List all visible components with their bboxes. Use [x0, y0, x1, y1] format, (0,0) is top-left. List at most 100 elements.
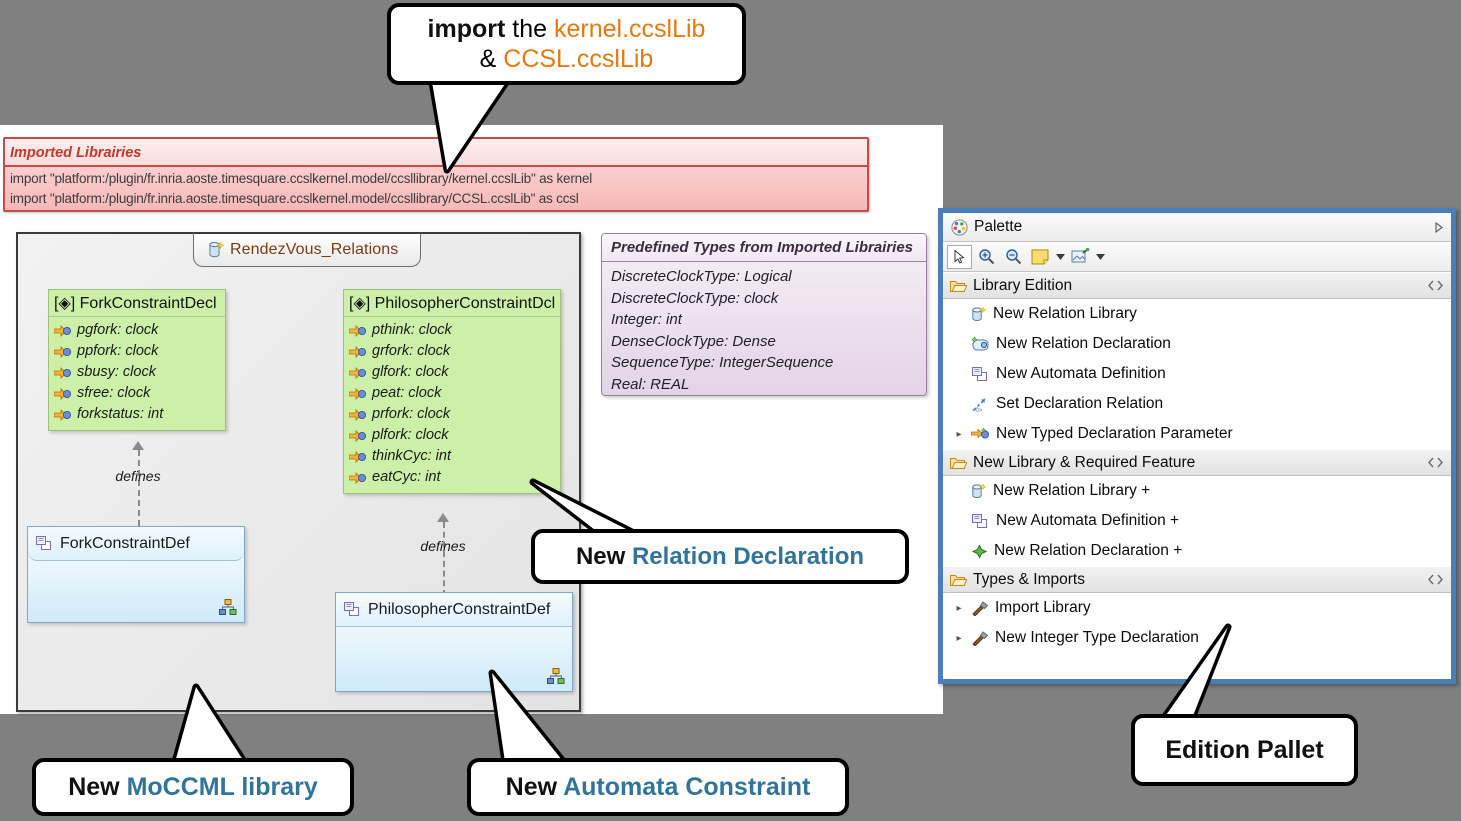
hierarchy-icon: [547, 668, 565, 685]
defines-label: defines: [420, 538, 466, 554]
predefined-type-row: SequenceType: IntegerSequence: [611, 354, 834, 371]
palette-item-new-automata-definition[interactable]: New Automata Definition: [943, 359, 1451, 389]
attribute-label: eatCyc: int: [372, 469, 441, 485]
attribute-label: sfree: clock: [77, 385, 151, 401]
automata-definition-icon: [35, 535, 54, 552]
callout-import-the: the: [505, 14, 554, 43]
palette-section-library-edition[interactable]: Library Edition: [943, 272, 1451, 299]
philosopher-constraint-def-node[interactable]: PhilosopherConstraintDef: [335, 592, 573, 692]
callout-prefix: New: [68, 772, 127, 801]
fork-constraint-def-node[interactable]: ForkConstraintDef: [27, 526, 245, 623]
palette-section-new-library-required-feature[interactable]: New Library & Required Feature: [943, 449, 1451, 476]
import-statement: import "platform:/plugin/fr.inria.aoste.…: [10, 171, 593, 186]
palette-item-label: Import Library: [995, 599, 1091, 616]
defines-label: defines: [115, 468, 161, 484]
hammer-icon: [971, 600, 989, 617]
defines-link-philosopher: defines: [413, 513, 473, 596]
expander-arrow-icon[interactable]: ▸: [956, 428, 962, 440]
attribute-label: forkstatus: int: [77, 406, 164, 422]
predefined-type-row: DiscreteClockType: Logical: [611, 268, 792, 285]
callout-prefix: New: [505, 772, 564, 801]
philosopher-constraint-decl-attributes: pthink: clock grfork: clock glfork: cloc…: [344, 317, 560, 493]
parameter-icon: [53, 387, 71, 400]
attribute-label: thinkCyc: int: [372, 448, 451, 464]
palette-item-label: New Integer Type Declaration: [995, 629, 1199, 646]
palette-item-label: New Automata Definition +: [996, 512, 1180, 529]
chevron-right-icon[interactable]: [1432, 221, 1445, 234]
note-tool-button[interactable]: [1028, 245, 1053, 269]
attribute-label: prfork: clock: [372, 406, 451, 422]
palette-item-new-typed-declaration-parameter[interactable]: ▸ New Typed Declaration Parameter: [943, 419, 1451, 449]
palette-item-new-relation-declaration-plus[interactable]: New Relation Declaration +: [943, 536, 1451, 566]
attribute-row: sfree: clock: [49, 383, 225, 404]
palette-item-new-relation-library[interactable]: New Relation Library: [943, 299, 1451, 329]
zoom-in-button[interactable]: [974, 245, 999, 269]
attribute-row: grfork: clock: [344, 341, 560, 362]
attribute-row: peat: clock: [344, 383, 560, 404]
callout-edition-pallet-text: Edition Pallet: [1149, 735, 1339, 766]
folder-open-icon: [950, 456, 968, 470]
palette-item-import-library[interactable]: ▸ Import Library: [943, 593, 1451, 623]
attribute-label: grfork: clock: [372, 343, 451, 359]
relation-declaration-icon: [971, 336, 990, 352]
automata-definition-icon: [343, 601, 362, 618]
section-label: Types & Imports: [973, 570, 1085, 588]
palette-panel: Palette Library Edition: [938, 208, 1456, 684]
predefined-types-title: Predefined Types from Imported Librairie…: [602, 234, 926, 262]
collapse-icon[interactable]: [1428, 280, 1443, 291]
palette-toolbar: [943, 242, 1451, 272]
callout-moccml-library: New MoCCML library: [32, 758, 354, 816]
zoom-out-button[interactable]: [1001, 245, 1026, 269]
callout-import: import the kernel.ccslLib & CCSL.ccslLib: [387, 3, 746, 85]
attribute-row: glfork: clock: [344, 362, 560, 383]
palette-section-types-imports[interactable]: Types & Imports: [943, 566, 1451, 593]
note-attachment-caret-icon[interactable]: [1095, 245, 1106, 269]
class-declaration-title-text: [◈] ForkConstraintDecl: [54, 295, 217, 312]
link-line: [138, 450, 140, 526]
select-tool-button[interactable]: [947, 244, 972, 269]
callout-import-amp: &: [479, 45, 504, 73]
expander-arrow-icon[interactable]: ▸: [956, 632, 962, 644]
attribute-row: forkstatus: int: [49, 404, 225, 425]
expander-arrow-icon[interactable]: ▸: [956, 602, 962, 614]
typed-declaration-parameter-icon: [970, 427, 990, 442]
attribute-row: sbusy: clock: [49, 362, 225, 383]
note-tool-caret-icon[interactable]: [1055, 245, 1066, 269]
relation-library-icon: [208, 241, 225, 259]
collapse-icon[interactable]: [1428, 457, 1443, 468]
note-attachment-tool-button[interactable]: [1068, 245, 1093, 269]
class-declaration-title-text: [◈] PhilosopherConstraintDcl: [349, 295, 556, 312]
predefined-types-body: DiscreteClockType: Logical DiscreteClock…: [602, 262, 926, 395]
palette-item-new-automata-definition-plus[interactable]: New Automata Definition +: [943, 506, 1451, 536]
callout-highlight: Relation Declaration: [631, 542, 865, 570]
imported-libraries-box: Imported Librairies import "platform:/pl…: [3, 137, 869, 212]
philosopher-constraint-decl-node[interactable]: [◈] PhilosopherConstraintDcl pthink: clo…: [343, 289, 561, 494]
automata-definition-icon: [971, 513, 990, 530]
parameter-icon: [348, 324, 366, 337]
palette-item-label: New Relation Library +: [993, 482, 1151, 499]
automata-definition-icon: [971, 366, 990, 383]
palette-item-label: New Typed Declaration Parameter: [996, 425, 1233, 442]
fork-constraint-decl-node[interactable]: [◈] ForkConstraintDecl pgfork: clock ppf…: [48, 289, 226, 431]
attribute-row: plfork: clock: [344, 425, 560, 446]
link-line: [443, 522, 445, 596]
import-statement: import "platform:/plugin/fr.inria.aoste.…: [10, 191, 579, 206]
imported-libraries-body: import "platform:/plugin/fr.inria.aoste.…: [5, 167, 867, 210]
diagram-frame-title: RendezVous_Relations: [230, 241, 399, 258]
attribute-label: pgfork: clock: [77, 322, 159, 338]
hierarchy-icon: [219, 599, 237, 616]
attribute-label: glfork: clock: [372, 364, 449, 380]
callout-prefix: New: [575, 542, 632, 570]
palette-item-set-declaration-relation[interactable]: <0> Set Declaration Relation: [943, 389, 1451, 419]
fork-constraint-decl-attributes: pgfork: clock ppfork: clock sbusy: clock…: [49, 317, 225, 430]
philosopher-constraint-def-body: [336, 627, 572, 691]
callout-moccml-library-text: New MoCCML library: [52, 772, 334, 803]
palette-item-new-integer-type-declaration[interactable]: ▸ New Integer Type Declaration: [943, 623, 1451, 653]
link-arrowhead: [132, 441, 144, 450]
palette-item-new-relation-declaration[interactable]: New Relation Declaration: [943, 329, 1451, 359]
parameter-icon: [348, 366, 366, 379]
section-label: Library Edition: [973, 276, 1073, 294]
palette-item-new-relation-library-plus[interactable]: New Relation Library +: [943, 476, 1451, 506]
diagram-frame-tab[interactable]: RendezVous_Relations: [193, 232, 421, 267]
collapse-icon[interactable]: [1428, 574, 1443, 585]
